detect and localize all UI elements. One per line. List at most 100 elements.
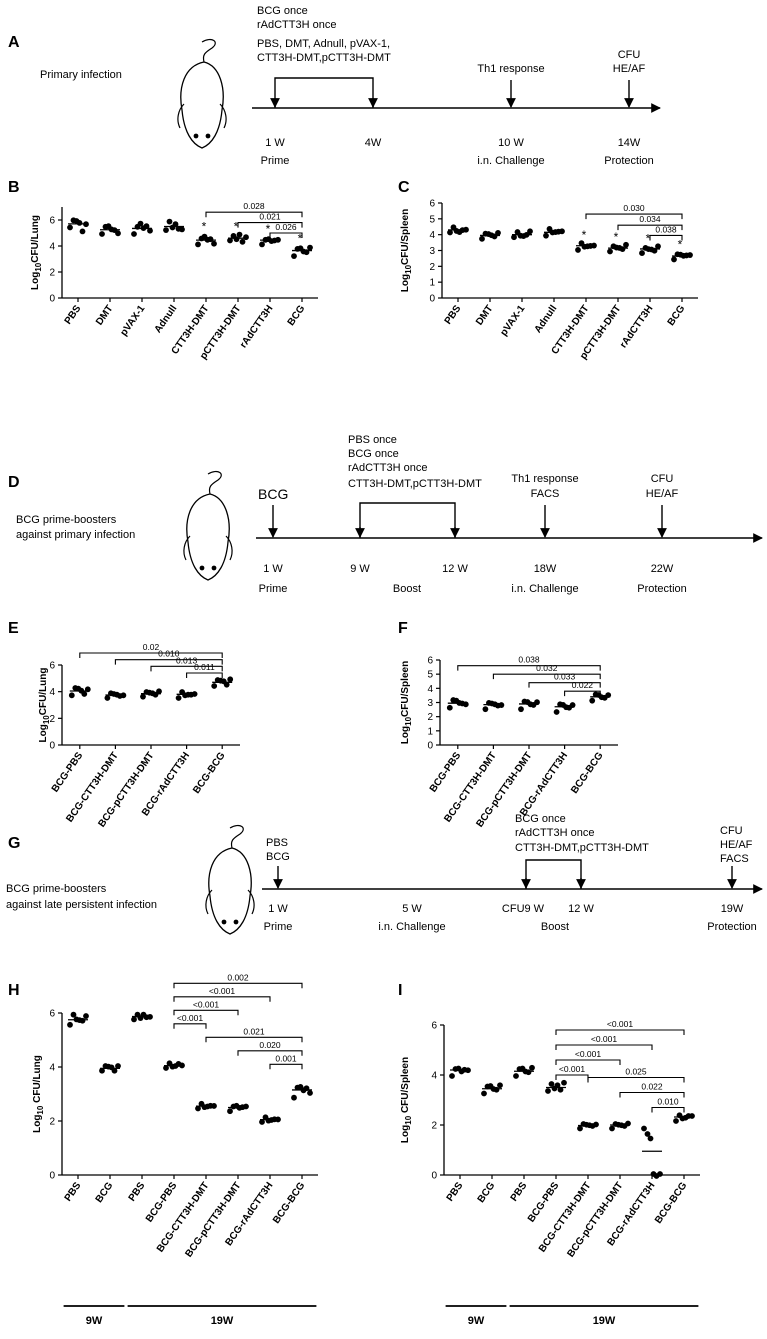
data-point	[104, 695, 111, 701]
significance-star: *	[298, 231, 303, 245]
timeline-g: G BCG prime-boosters against late persis…	[6, 813, 763, 935]
arrow-label: PBS	[266, 837, 288, 849]
arrow-label: CFU	[720, 825, 743, 837]
comparison-bracket	[237, 1050, 303, 1056]
comparison-bracket	[585, 213, 683, 220]
x-tick-label: BCG-pCTT3H-DMT	[565, 1180, 625, 1259]
data-point	[79, 228, 86, 235]
sub-label: Protection	[604, 155, 654, 167]
data-point	[529, 1064, 535, 1071]
data-point	[291, 1094, 297, 1101]
data-point	[462, 701, 469, 708]
data-point	[575, 247, 581, 253]
tick-label: 1 W	[263, 563, 283, 575]
data-point	[236, 231, 243, 238]
x-tick-label: DMT	[94, 303, 115, 327]
x-tick-label: BCG-PBS	[428, 750, 464, 794]
data-point	[481, 1090, 487, 1097]
x-tick-label: BCG-PBS	[50, 750, 86, 794]
data-point	[307, 244, 313, 251]
data-point	[449, 1073, 455, 1079]
y-tick-label: 6	[49, 661, 55, 672]
time-group-label: 9W	[468, 1315, 485, 1327]
comparison-bracket	[186, 672, 223, 678]
panel-label: A	[8, 34, 20, 51]
y-axis-label: Log10 CFU/Spleen	[400, 1057, 413, 1143]
data-point	[553, 709, 560, 715]
y-tick-label: 0	[49, 1171, 55, 1182]
data-point	[518, 706, 524, 713]
significance-star: *	[582, 228, 587, 242]
p-value-label: 0.021	[243, 1026, 265, 1036]
x-tick-label: pVAX-1	[118, 303, 147, 338]
panel-label: E	[8, 620, 19, 637]
data-point	[623, 241, 629, 248]
data-point	[83, 1013, 89, 1019]
data-point	[548, 1081, 555, 1087]
comparison-bracket	[173, 1009, 239, 1016]
comparison-bracket	[617, 224, 683, 231]
x-tick-label: BCG	[666, 303, 688, 328]
p-value-label: 0.010	[657, 1097, 679, 1107]
data-point	[147, 227, 153, 234]
p-value-label: 0.001	[275, 1053, 297, 1063]
y-tick-label: 0	[431, 1171, 437, 1182]
arrow-label: CFU	[651, 473, 674, 485]
data-point	[513, 1073, 519, 1079]
p-value-label: <0.001	[193, 999, 220, 1009]
data-point	[609, 1125, 615, 1132]
x-tick-label: PBS	[443, 303, 464, 326]
bracket-label-1: rAdCTT3H once	[257, 19, 336, 31]
x-tick-label: BCG-BCG	[569, 750, 606, 796]
arrow-label: FACS	[720, 853, 749, 865]
x-tick-label: BCG	[476, 1180, 498, 1205]
timeline-d: D BCG prime-boosters against primary inf…	[8, 434, 763, 595]
x-tick-label: PBS	[63, 1180, 84, 1203]
x-tick-label: BCG-BCG	[271, 1180, 308, 1226]
data-point	[641, 1125, 647, 1132]
data-point	[545, 1088, 551, 1094]
comparison-bracket	[619, 1091, 685, 1098]
comparison-bracket	[114, 659, 223, 665]
y-axis-label: Log10CFU/Lung	[30, 215, 43, 290]
data-point	[76, 220, 83, 226]
data-point	[259, 241, 265, 248]
p-value-label: <0.001	[559, 1064, 586, 1074]
data-point	[99, 231, 105, 237]
x-tick-label: BCG	[94, 1180, 116, 1205]
mouse-icon	[177, 38, 227, 149]
y-tick-label: 0	[49, 741, 55, 752]
p-value-label: 0.011	[194, 662, 215, 672]
data-point	[163, 1065, 169, 1071]
p-value-label: <0.001	[177, 1013, 204, 1023]
y-tick-label: 6	[429, 199, 435, 210]
bracket-label-3: CTT3H-DMT,pCTT3H-DMT	[348, 478, 482, 490]
comparison-bracket	[651, 1106, 685, 1113]
y-tick-label: 1	[429, 278, 435, 289]
x-tick-label: DMT	[474, 303, 495, 327]
y-tick-label: 2	[429, 262, 435, 273]
data-point	[511, 234, 517, 241]
tick-label: 22W	[651, 563, 674, 575]
arrow-label: HE/AF	[646, 488, 679, 500]
comparison-bracket	[555, 1059, 621, 1065]
y-tick-label: 4	[429, 230, 435, 241]
y-axis-label: Log10CFU/Spleen	[400, 661, 413, 744]
tick-label: CFU9 W	[502, 903, 545, 915]
mid-label: Boost	[541, 921, 569, 933]
x-tick-label: BCG-pCTT3H-DMT	[183, 1180, 243, 1259]
y-axis-label: Log10 CFU/Lung	[32, 1055, 45, 1133]
data-point	[81, 691, 88, 697]
y-tick-label: 5	[427, 670, 433, 681]
x-tick-label: PBS	[509, 1180, 530, 1203]
x-tick-label: rAdCTT3H	[618, 303, 655, 350]
comparison-bracket	[555, 1029, 685, 1035]
sub-label: Prime	[264, 921, 293, 933]
data-point	[143, 223, 150, 230]
timeline-desc-0: Primary infection	[40, 69, 122, 81]
data-point	[689, 1113, 695, 1119]
